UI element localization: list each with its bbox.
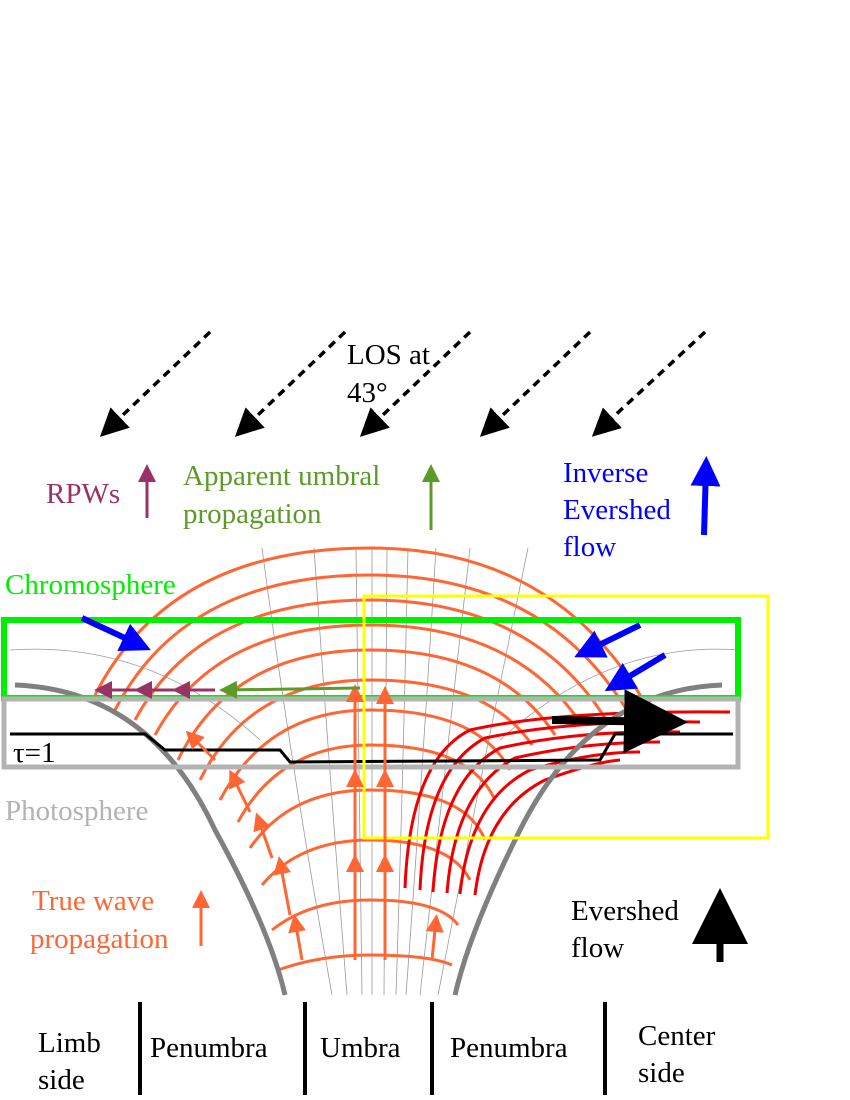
true-wave-label-line1: True wave [32, 885, 154, 917]
highlight-box [362, 594, 770, 840]
true-wave-label-line2: propagation [30, 923, 169, 955]
evershed-label-line2: flow [571, 932, 624, 964]
region-center-line2: side [638, 1057, 685, 1089]
penumbral-field-lines [403, 710, 731, 896]
inverse-label-line1: Inverse [563, 457, 648, 489]
region-dividers [138, 1002, 607, 1095]
true-wave-arrows [185, 684, 444, 961]
inverse-evershed-arrows [80, 615, 667, 692]
los-arrows [99, 330, 707, 437]
apparent-label-line1: Apparent umbral [183, 460, 380, 492]
region-limb-line1: Limb [38, 1027, 101, 1059]
inverse-legend-arrow [690, 456, 721, 536]
wavefront-arcs [93, 546, 652, 972]
chromosphere-label: Chromosphere [5, 569, 176, 601]
rpws-label: RPWs [46, 478, 120, 510]
tau-label: τ=1 [13, 737, 56, 769]
inverse-label-line3: flow [563, 531, 616, 563]
apparent-propagation-arrow [219, 680, 361, 699]
region-umbra: Umbra [320, 1032, 401, 1064]
evershed-label-line1: Evershed [571, 895, 679, 927]
region-center-line1: Center [638, 1020, 716, 1052]
apparent-label-line2: propagation [183, 498, 322, 530]
tau-one-line [10, 732, 733, 764]
evershed-flow-arrow [551, 689, 688, 754]
region-limb-line2: side [38, 1064, 85, 1096]
inverse-label-line2: Evershed [563, 494, 671, 526]
photosphere-label: Photosphere [5, 795, 148, 827]
region-penumbra-right: Penumbra [450, 1032, 568, 1064]
photosphere-box [1, 696, 741, 770]
region-penumbra-left: Penumbra [150, 1032, 268, 1064]
los-label-line1: LOS at [347, 339, 430, 371]
los-label-line2: 43° [347, 377, 388, 409]
